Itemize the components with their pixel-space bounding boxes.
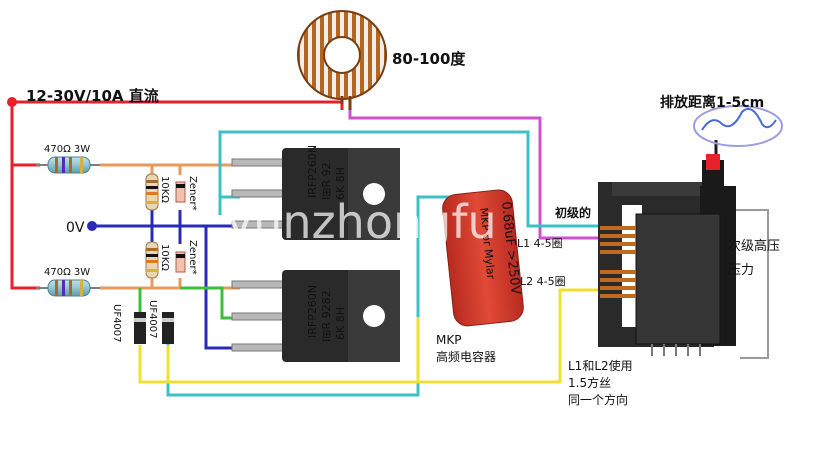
resistor-10k-bottom [145,241,159,279]
gap-label: 排放距离1-5cm [660,94,764,111]
resistor-470-top [36,156,100,174]
l2-label: L2 4-5圈 [520,275,566,288]
pressure-label: 压力 [728,263,754,278]
supply-label: 12-30V/10A 直流 [26,87,159,105]
zener-bottom-label: Zener* [187,240,198,275]
supply-terminal [7,97,17,107]
mosfet-bottom [231,270,400,362]
resistor-470-bottom [36,279,100,297]
r10k-top-label: 10KΩ [159,176,170,203]
choke-wire [348,110,600,240]
toroid-inductor [297,10,387,110]
resistor-470-bottom-label: 470Ω 3W [44,267,90,278]
diode-uf4007-left [134,312,146,344]
zener-bottom [175,251,186,273]
mosfet-top-label-3: 6K 8H [334,167,347,200]
capacitor-mkp-label: MKP [436,333,461,347]
note-line-1: L1和L2使用 [568,358,633,373]
watermark: yunzhongfu [226,195,497,249]
mosfet-top [231,148,400,240]
secondary-label: 次级高压 [728,238,780,254]
diode-left-label: UF4007 [111,304,122,343]
note-line-2: 1.5方丝 [568,375,611,390]
resistor-10k-top [145,173,159,211]
mosfet-top-label-1: IRFP260N [306,145,319,198]
ground-wire [94,210,240,350]
primary-label: 初级的 [555,205,591,220]
mosfet-top-label-2: I⊞R 92 [320,162,333,200]
zener-top [175,181,186,203]
capacitor-desc-label: 高频电容器 [436,349,496,364]
spark-gap [693,105,783,147]
zener-top-label: Zener* [187,176,198,211]
note-line-3: 同一个方向 [568,392,628,407]
ground-terminal [87,221,97,231]
mosfet-bottom-label-2: I⊞R 9282 [320,290,333,342]
diode-right-label: UF4007 [147,300,158,339]
primary-coil [600,226,636,298]
feed-wire [138,288,598,384]
l1-label: L1 4-5圈 [517,237,563,250]
resistor-470-top-label: 470Ω 3W [44,144,90,155]
mosfet-bottom-label-1: IRFP260N [306,285,319,338]
ground-label: 0V [66,220,85,236]
toroid-temp-label: 80-100度 [392,50,466,68]
diode-uf4007-right [162,312,174,344]
gate-wire-top [100,163,240,175]
mosfet-bottom-label-3: 6K 8H [334,307,347,340]
mkp-capacitor [442,189,524,327]
flyback-transformer [598,154,736,356]
r10k-bottom-label: 10KΩ [159,244,170,271]
